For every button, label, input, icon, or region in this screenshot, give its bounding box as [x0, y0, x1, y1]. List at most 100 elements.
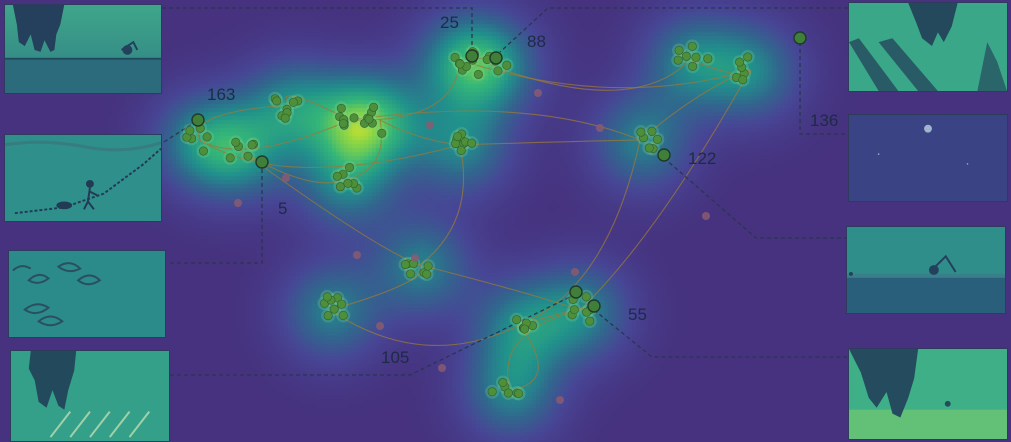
trajectory-edge — [239, 149, 346, 184]
frame-node — [202, 132, 212, 142]
trajectory-edge — [489, 59, 691, 91]
trajectory-edge — [349, 110, 641, 141]
leader-lines — [162, 7, 848, 376]
frame-node — [473, 69, 483, 79]
cyclist-scene-icon — [847, 227, 1005, 313]
frame-node — [681, 51, 691, 61]
trajectory-edge — [419, 144, 465, 266]
frame-node — [406, 269, 416, 279]
label-105: 105 — [381, 348, 410, 367]
frame-node — [743, 52, 753, 62]
frame-node — [738, 75, 748, 85]
key-frame-node — [255, 155, 269, 169]
frame-node — [288, 97, 298, 107]
transit-node — [426, 121, 434, 129]
frame-node — [185, 126, 195, 136]
frame-node — [336, 103, 346, 113]
trajectory-edge — [199, 119, 351, 150]
frame-node — [332, 171, 342, 181]
shadows-scene-icon — [849, 3, 1007, 91]
frame-node — [455, 59, 465, 69]
leader-line — [170, 293, 577, 376]
frame-node — [674, 45, 684, 55]
frame-node — [272, 96, 282, 106]
frame-thumbnail-top-right — [848, 2, 1008, 92]
trajectory-edge — [197, 104, 291, 141]
frame-node — [644, 143, 654, 153]
frame-node — [336, 299, 346, 309]
frame-node — [400, 260, 410, 270]
tree-scene-icon — [11, 351, 169, 441]
key-frame-node — [569, 285, 583, 299]
frame-node — [735, 57, 745, 67]
frame-node — [487, 387, 497, 397]
frame-node — [280, 113, 290, 123]
key-frame-node — [587, 299, 601, 313]
label-163: 163 — [207, 85, 236, 104]
sketch-scene-icon — [5, 135, 161, 221]
frame-node — [247, 140, 257, 150]
key-frame-node — [793, 31, 807, 45]
frame-node — [345, 162, 355, 172]
transit-node — [556, 396, 564, 404]
frame-node — [585, 316, 595, 326]
frame-nodes — [179, 31, 807, 404]
leader-line — [499, 7, 848, 53]
frame-node — [323, 311, 333, 321]
trajectory-edge — [507, 309, 581, 391]
beach-scene-icon — [849, 349, 1007, 439]
frame-node — [673, 55, 683, 65]
frame-node — [520, 324, 530, 334]
transit-node — [411, 254, 419, 262]
frame-node — [688, 61, 698, 71]
trajectory-edge — [419, 264, 581, 311]
frame-node — [703, 54, 713, 64]
frame-node — [369, 102, 379, 112]
trajectory-edge — [579, 69, 751, 311]
label-5: 5 — [278, 199, 288, 218]
frame-node — [687, 41, 697, 51]
frame-thumbnail-bottom-right — [848, 348, 1008, 440]
frame-node — [652, 134, 662, 144]
leader-line — [799, 42, 848, 135]
trajectory-edge — [519, 139, 641, 326]
leader-line — [663, 157, 846, 239]
frame-node — [423, 261, 433, 271]
frame-node — [377, 128, 387, 138]
trajectory-edge — [329, 309, 521, 346]
transit-node — [438, 364, 446, 372]
frame-node — [636, 127, 646, 137]
frame-node — [467, 138, 477, 148]
frame-node — [503, 388, 513, 398]
trajectory-edge — [379, 119, 461, 146]
frame-thumbnail-top-left — [4, 4, 162, 94]
transit-node — [282, 174, 290, 182]
label-122: 122 — [688, 149, 717, 168]
label-88: 88 — [527, 32, 546, 51]
frame-node — [493, 66, 503, 76]
frame-node — [329, 304, 339, 314]
silhouette-scene-icon — [5, 5, 161, 93]
transit-node — [353, 251, 361, 259]
frame-node — [343, 178, 353, 188]
frame-node — [514, 389, 524, 399]
frame-node — [335, 182, 345, 192]
transit-node — [534, 89, 542, 97]
frame-thumbnail-sketch — [4, 134, 162, 222]
transit-node — [234, 199, 242, 207]
frame-node — [456, 145, 466, 155]
trajectory-edge — [509, 324, 539, 391]
frame-thumbnail-mid-right — [846, 226, 1006, 314]
leader-line — [170, 166, 263, 264]
transit-node — [376, 322, 384, 330]
trajectory-edge — [199, 139, 461, 169]
frame-node — [691, 52, 701, 62]
leader-line — [593, 309, 848, 358]
frame-node — [569, 305, 579, 315]
frame-thumbnail-moon — [848, 114, 1008, 202]
frame-node — [231, 137, 241, 147]
moon-scene-icon — [849, 115, 1007, 201]
trajectory-edge — [329, 264, 423, 311]
